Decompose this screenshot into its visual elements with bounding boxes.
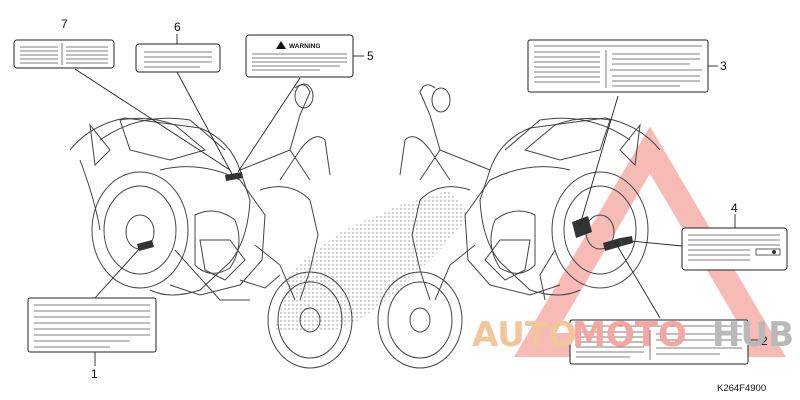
label-position-marks bbox=[137, 172, 633, 251]
label-2 bbox=[569, 319, 749, 365]
ground-shadow bbox=[275, 190, 470, 332]
warning-label-text: WARNING bbox=[289, 43, 320, 50]
motorcycle-right-view bbox=[377, 84, 661, 369]
watermark-hub: HUB bbox=[712, 315, 794, 355]
callout-6: 6 bbox=[174, 20, 181, 34]
label-3 bbox=[527, 39, 709, 93]
watermark-logo: AUTO MOTO HUB bbox=[472, 315, 794, 355]
watermark-moto: MOTO bbox=[572, 315, 687, 355]
motorcycle-left-view bbox=[69, 83, 353, 369]
label-7 bbox=[13, 39, 115, 69]
callout-1: 1 bbox=[91, 367, 98, 381]
callout-3: 3 bbox=[720, 59, 727, 73]
watermark-auto: AUTO bbox=[472, 315, 577, 355]
label-5-warning: WARNING bbox=[245, 34, 354, 78]
part-code: K264F4900 bbox=[717, 383, 766, 394]
callout-5: 5 bbox=[367, 49, 374, 63]
label-4 bbox=[681, 227, 788, 271]
label-6 bbox=[135, 43, 221, 73]
leader-lines bbox=[74, 34, 758, 366]
label-1 bbox=[27, 297, 157, 353]
callout-2: 2 bbox=[761, 334, 768, 348]
callout-7: 7 bbox=[61, 17, 68, 31]
callout-4: 4 bbox=[731, 201, 738, 215]
